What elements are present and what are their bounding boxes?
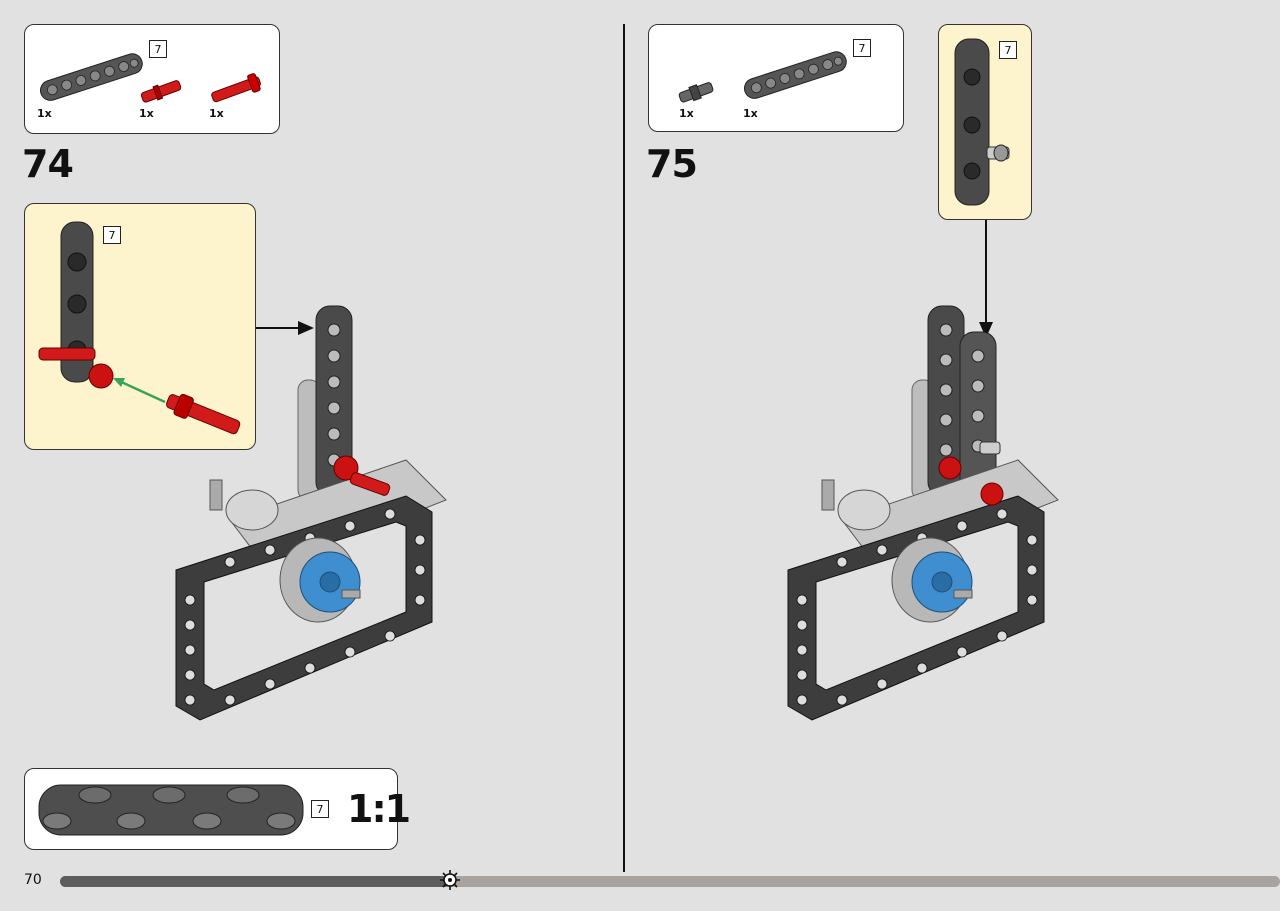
beam-7-part-image	[743, 51, 847, 99]
part-qty: 1x	[209, 107, 224, 120]
part-qty: 1x	[139, 107, 154, 120]
axle-pin-red-part-image	[140, 80, 182, 103]
parts-list-step-74: 7 1x 1x 1x	[24, 24, 280, 134]
sub-assembly-callout-75: 7	[938, 24, 1032, 220]
step-number: 75	[646, 142, 698, 186]
callout-illustration	[38, 221, 241, 435]
book-progress-bar	[60, 870, 1280, 890]
model-illustration-step-75	[787, 305, 1059, 721]
beam-length-badge: 7	[149, 40, 167, 58]
beam-7-part-image	[39, 53, 143, 101]
page-number: 70	[24, 872, 42, 888]
scale-ruler-box: 7 1:1	[24, 768, 411, 850]
progress-fill	[60, 876, 451, 887]
part-qty: 1x	[743, 107, 758, 120]
parts-list-step-75: 1x 7 1x	[648, 24, 904, 132]
model-illustration-step-74	[175, 305, 447, 721]
beam-7-actual-size-image	[38, 784, 304, 836]
gear-icon	[440, 870, 461, 890]
part-qty: 1x	[37, 107, 52, 120]
pin-connector-grey-part-image	[678, 82, 714, 103]
part-qty: 1x	[679, 107, 694, 120]
placement-arrow	[256, 321, 314, 335]
beam-length-badge: 7	[999, 41, 1017, 59]
beam-length-badge: 7	[311, 800, 329, 818]
callout-illustration	[954, 38, 1010, 206]
beam-length-badge: 7	[853, 39, 871, 57]
beam-length-badge: 7	[103, 226, 121, 244]
sub-assembly-callout-74: 7	[24, 203, 256, 450]
step-number: 74	[22, 142, 74, 186]
axle-pin-red-long-part-image	[211, 73, 261, 103]
scale-label: 1:1	[347, 787, 411, 831]
placement-arrow	[979, 220, 993, 338]
page-divider	[623, 24, 625, 872]
